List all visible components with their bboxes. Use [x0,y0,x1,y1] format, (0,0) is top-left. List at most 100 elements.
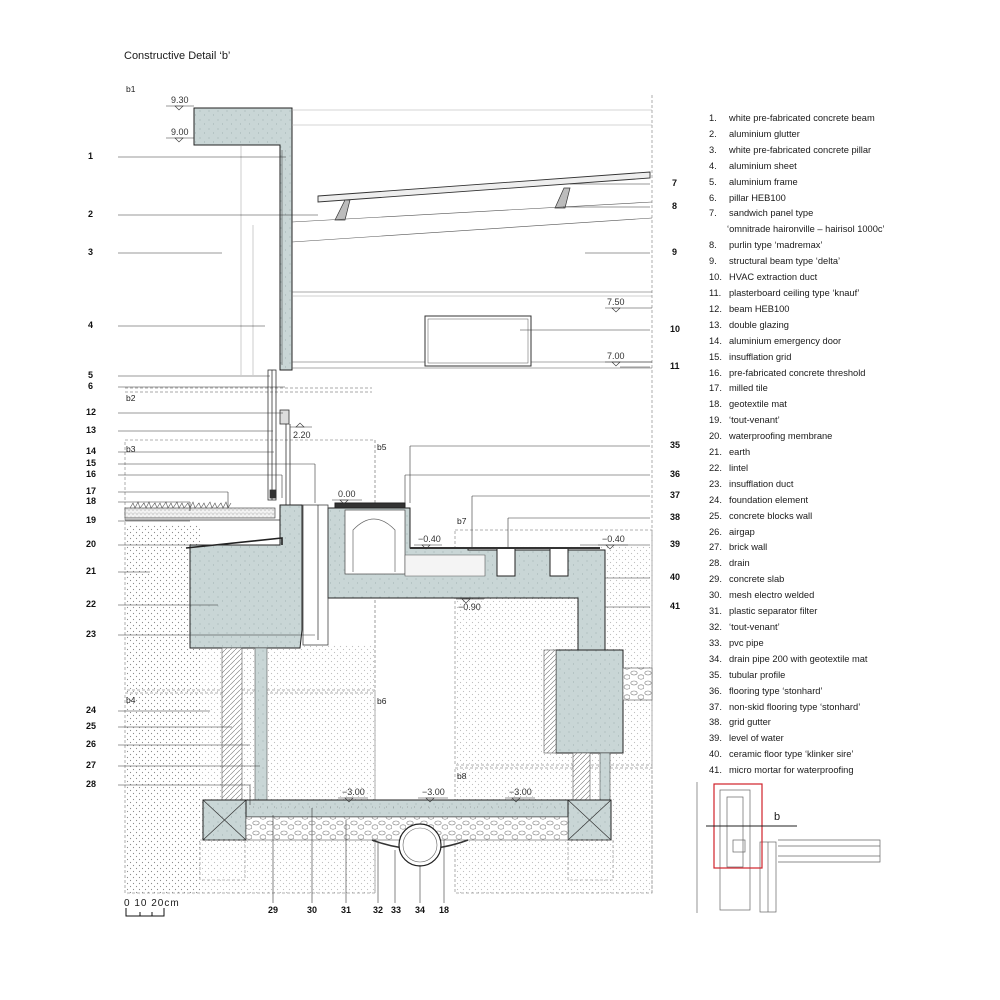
legend-text: ‘tout-venant’ [729,415,780,426]
legend-number: 29. [709,574,722,585]
drawing-label: 31 [341,905,351,915]
foundation-concrete [185,504,303,649]
legend-text: ‘tout-venant’ [729,622,780,632]
drawing-label: 25 [86,721,96,731]
legend-number: 19. [709,415,722,426]
legend-number: 1. [709,113,717,123]
drawing-label: 21 [86,566,96,576]
legend-item: 17.milled tile [709,381,885,397]
legend-item: 11. plasterboard ceiling type ‘knauf’ [709,286,885,302]
legend-text: aluminium glutter [729,128,800,139]
legend-number: 9. [709,256,717,267]
drain-pipe [398,823,442,867]
legend-item: 30. mesh electro welded [709,588,885,604]
legend-text: geotextile mat [729,399,787,410]
legend-text: waterproofing membrane [729,431,833,442]
drawing-label: 20 [86,539,96,549]
drawing-label: 39 [670,539,680,549]
drawing-label: 5 [88,370,93,380]
legend-number: 12. [709,303,722,314]
legend-number: 5. [709,176,717,187]
drawing-label: 34 [415,905,425,915]
legend-number: 10. [709,272,722,283]
legend-number: 6. [709,192,717,203]
drawing-label: −3.00 [509,787,532,797]
drawing-label: b2 [126,393,136,403]
legend-text: pvc pipe [729,637,764,648]
legend-text: flooring type ‘stonhard’ [729,685,823,696]
legend-item: 40.ceramic floor type ‘klinker sire’ [709,747,885,763]
central-slab [327,502,606,651]
legend-item: 16. pre-fabricated concrete threshold [709,366,885,382]
legend-text: concrete blocks wall [729,510,813,521]
legend-item: 28.drain [709,556,885,572]
legend-number: 40. [709,749,722,760]
legend-number: 22. [709,462,722,473]
legend-number: 24. [709,494,722,505]
leader-lines [118,156,650,903]
legend-item: 9. structural beam type ‘delta’ [709,254,885,270]
legend-text: pre-fabricated concrete threshold [729,367,866,378]
legend-number: 30. [709,590,722,601]
legend-number: 8. [709,240,717,251]
legend-number: 35. [709,669,722,680]
legend-item: 12.beam HEB100 [709,302,885,318]
legend-item: 19. ‘tout-venant’ [709,413,885,429]
legend-text: plasterboard ceiling type ‘knauf’ [729,287,860,298]
level-markers [166,105,652,803]
legend-number: 38. [709,717,722,728]
legend-number: 28. [709,558,722,569]
legend-item: 7.sandwich panel type [709,206,885,222]
legend-text: mesh electro welded [729,590,815,601]
legend-item: 34.drain pipe 200 with geotextile mat [709,652,885,668]
legend-item: 36. flooring type ‘stonhard’ [709,684,885,700]
drawing-label: 19 [86,515,96,525]
legend-text: non-skid flooring type ‘stonhard’ [729,701,861,712]
facade [267,369,291,505]
legend-item: 14.aluminium emergency door [709,334,885,350]
legend-text: structural beam type ‘delta’ [729,256,841,267]
legend-number: 31. [709,606,722,617]
insufflation-duct [302,504,329,646]
drawing-label: 4 [88,320,93,330]
legend-text: aluminium frame [729,176,798,187]
drawing-label: −0.40 [418,534,441,544]
legend-text: brick wall [729,542,768,553]
drawing-label: 15 [86,458,96,468]
legend-text: white pre-fabricated concrete pillar [729,144,872,155]
legend-number: 11. [709,287,722,298]
legend-text: sandwich panel type [729,208,814,219]
legend-number: 14. [709,335,722,346]
legend-number: 17. [709,383,722,394]
legend-text: HVAC extraction duct [729,272,818,283]
legend-number: 16. [709,367,722,378]
ground-surface [124,501,280,521]
drawing-label: 17 [86,486,96,496]
key-plan-label: b [774,811,781,823]
drawing-label: 30 [307,905,317,915]
drawing-label: 9 [672,247,677,257]
callout-numbers-bottom: 29 30 31 32 33 34 18 [268,905,449,915]
legend-text: earth [729,447,751,458]
legend-number: 23. [709,478,722,489]
drawing-label: 27 [86,760,96,770]
drawing-label: 7.00 [607,351,625,361]
legend-item: 1.white pre-fabricated concrete beam [709,111,885,127]
section-marks: b1 b2 b3 b4 b5 b6 b7 b8 [126,84,467,781]
drawing-label: b7 [457,516,467,526]
legend-item: 20.waterproofing membrane [709,429,885,445]
legend-number: 36. [709,685,722,696]
level-labels: 9.30 9.00 7.50 7.00 2.20 0.00 −0.40 −0.4… [171,95,625,797]
legend-item: 27.brick wall [709,540,885,556]
drawing-label: 26 [86,739,96,749]
drawing-label: 18 [86,496,96,506]
hvac-duct [424,315,532,367]
drawing-label: 7 [672,178,677,188]
drawing-label: 24 [86,705,96,715]
drawing-label: 18 [439,905,449,915]
legend-item: 2.aluminium glutter [709,127,885,143]
drawing-label: 35 [670,440,680,450]
legend-text: ‘omnitrade haironville – hairisol 1000c’ [727,224,885,235]
legend-item: 38.grid gutter [709,715,885,731]
